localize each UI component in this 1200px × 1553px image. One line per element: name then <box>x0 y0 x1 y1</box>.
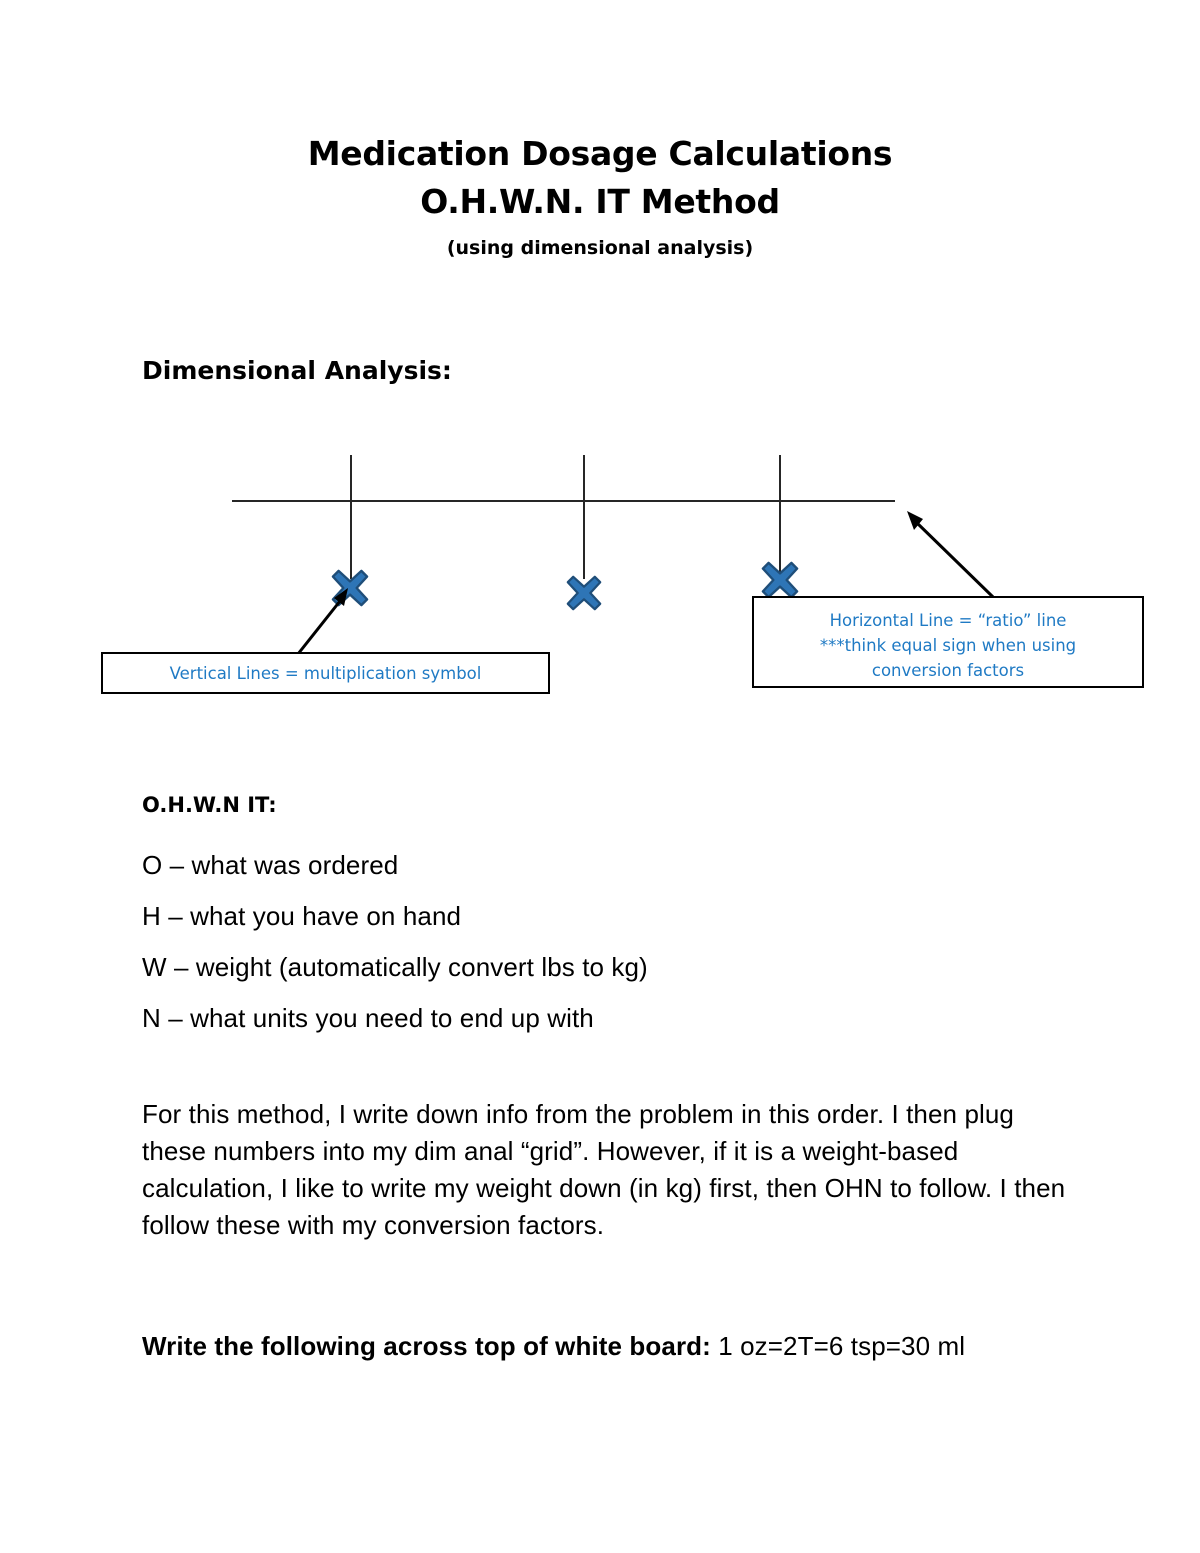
callout-arrow-left-icon <box>296 588 348 655</box>
multiplication-x-icon <box>761 561 799 599</box>
callout-right-line-1: Horizontal Line = “ratio” line <box>829 611 1067 630</box>
vertical-line-1 <box>350 455 352 579</box>
list-item: N – what units you need to end up with <box>142 1003 594 1033</box>
list-item: O – what was ordered <box>142 850 399 880</box>
callout-box-horizontal-line: Horizontal Line = “ratio” line ***think … <box>752 596 1144 688</box>
page-title: Medication Dosage Calculations <box>307 134 893 173</box>
callout-left-text: Vertical Lines = multiplication symbol <box>169 664 482 683</box>
whiteboard-instruction: Write the following across top of white … <box>142 1329 1082 1363</box>
list-item: H – what you have on hand <box>142 901 462 931</box>
multiplication-x-icon <box>566 575 602 611</box>
whiteboard-instruction-label: Write the following across top of white … <box>142 1331 711 1361</box>
document-title-block: Medication Dosage Calculations O.H.W.N. … <box>0 132 1200 268</box>
page-subtitle: O.H.W.N. IT Method <box>420 182 780 221</box>
horizontal-ratio-line <box>232 500 895 502</box>
vertical-line-2 <box>583 455 585 579</box>
callout-right-line-3: conversion factors <box>871 661 1025 680</box>
method-paragraph: For this method, I write down info from … <box>142 1099 1066 1240</box>
callout-box-vertical-lines: Vertical Lines = multiplication symbol <box>101 652 550 694</box>
callout-arrow-right-icon <box>907 511 995 599</box>
list-item: W – weight (automatically convert lbs to… <box>142 952 648 982</box>
vertical-line-3 <box>779 455 781 579</box>
whiteboard-conversion-values: 1 oz=2T=6 tsp=30 ml <box>710 1331 966 1361</box>
callout-right-line-2: ***think equal sign when using <box>819 636 1077 655</box>
page-subtitle-note: (using dimensional analysis) <box>446 237 754 259</box>
ohwn-definition-list: O – what was ordered H – what you have o… <box>142 840 1042 1044</box>
section-heading-dimensional-analysis: Dimensional Analysis: <box>142 356 452 385</box>
ohwn-heading: O.H.W.N IT: <box>142 793 277 817</box>
